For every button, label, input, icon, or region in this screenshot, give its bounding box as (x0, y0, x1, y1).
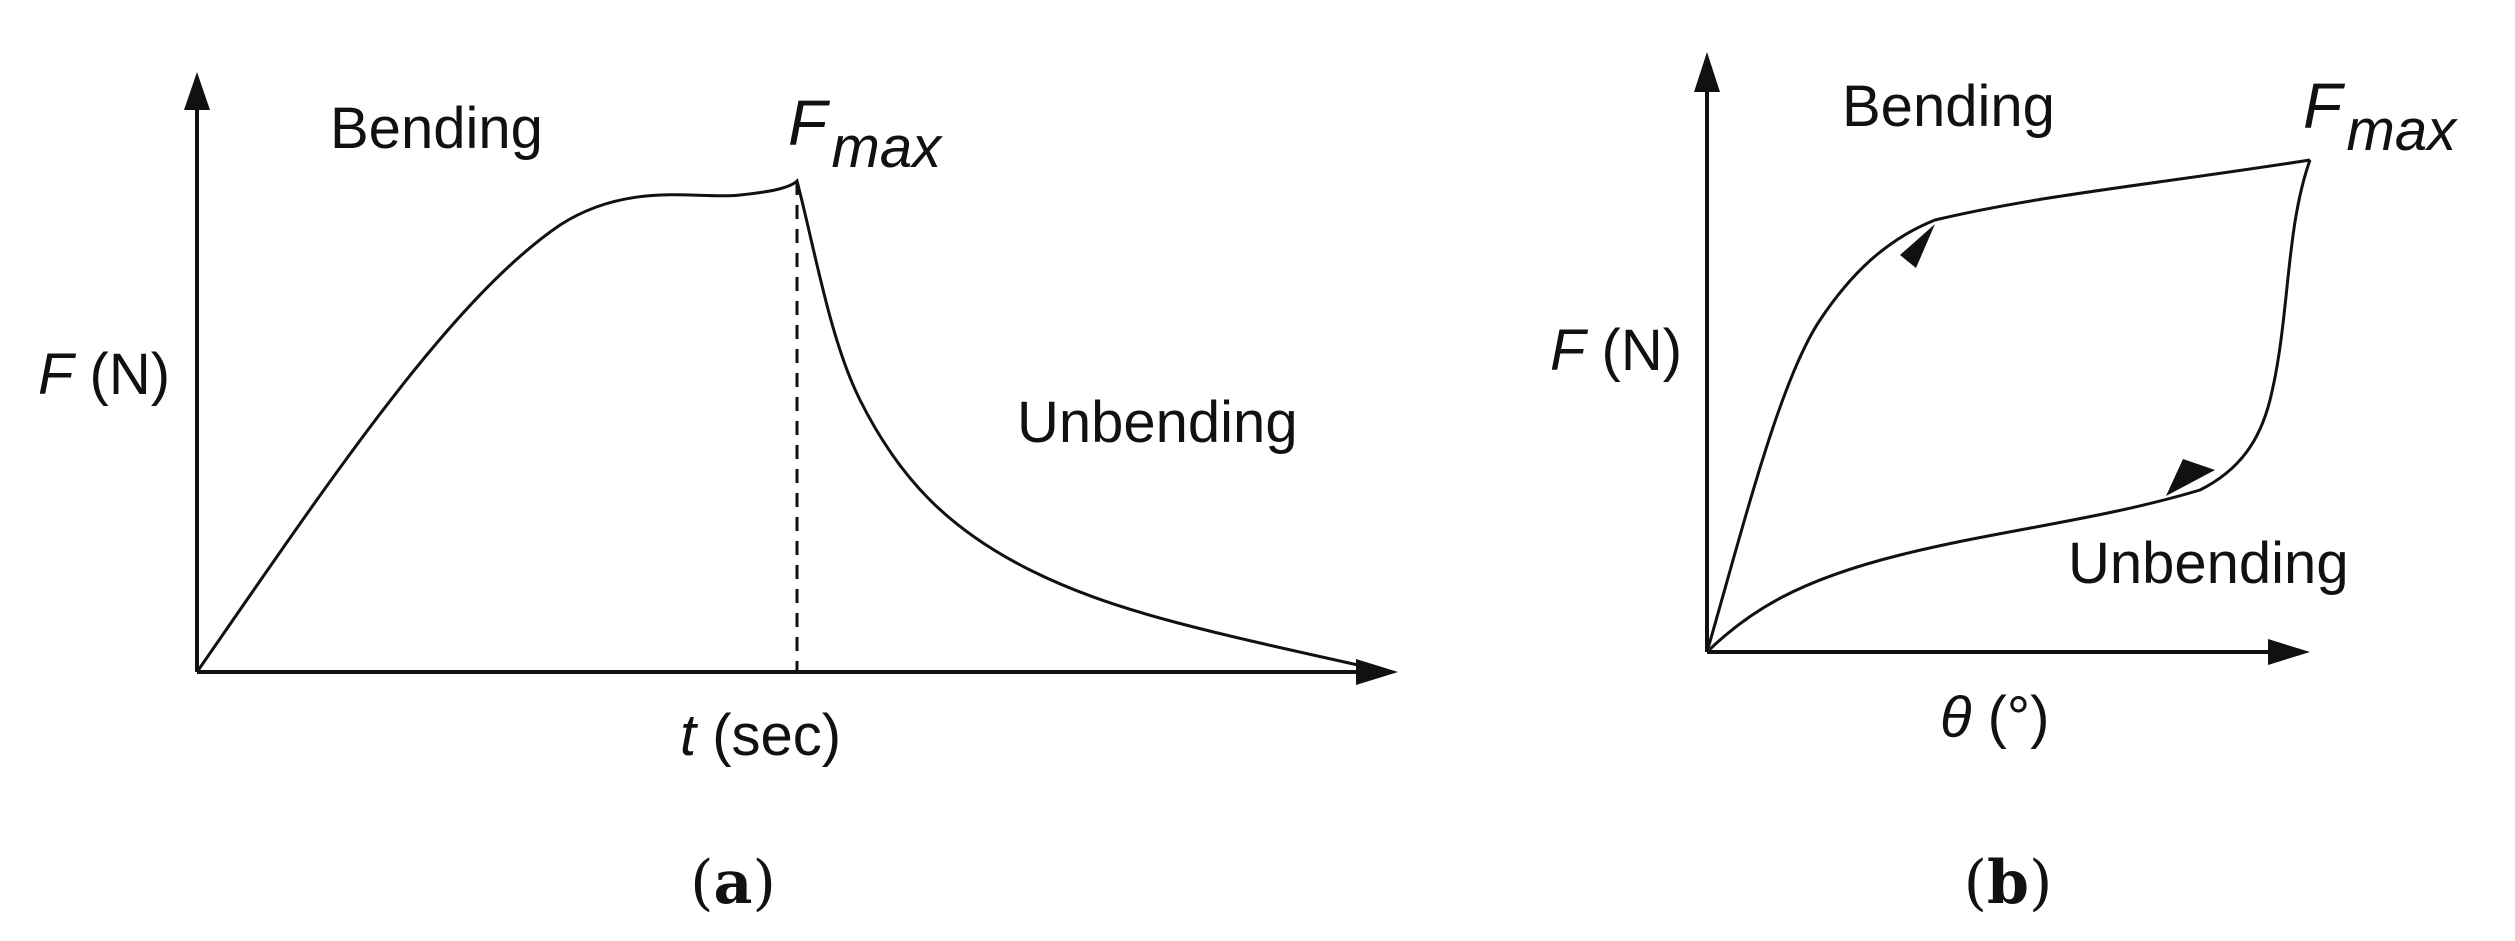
panel-b-fmax-sub: max (2347, 98, 2459, 163)
panel-a-x-axis-var: t (680, 703, 699, 768)
panel-a-force-time-curve (195, 178, 1359, 673)
panel-b-axes (1705, 90, 2270, 654)
panel-a-y-axis-var: F (38, 342, 77, 407)
panel-b-x-axis-label: θ (°) (1940, 685, 2049, 750)
panel-a-axes (195, 108, 1358, 674)
panel-a-fmax-base: F (788, 87, 831, 159)
panel-a-x-axis-label: t (sec) (680, 703, 841, 768)
panel-b-unbending-label: Unbending (2068, 531, 2349, 596)
panel-b-unbending-curve (1705, 159, 2312, 654)
panel-b-x-axis-arrowhead (2268, 639, 2310, 665)
panel-a-x-axis-arrowhead (1356, 659, 1398, 685)
panel-b-bending-arrowhead (1900, 224, 1935, 268)
panel-b-y-axis-arrowhead (1694, 52, 1720, 92)
panel-a-y-axis-unit: (N) (73, 342, 170, 407)
panel-b-x-axis-unit: (°) (1971, 685, 2049, 750)
panel-a-caption-close: ) (752, 848, 775, 918)
panel-b-y-axis-var: F (1550, 318, 1589, 383)
panel-b: Bending Unbending F max F (N) θ (°) (b) (1550, 52, 2458, 918)
panel-b-unbending-arrowhead (2166, 459, 2215, 496)
panel-a: Bending Unbending F max F (N) t (sec) (a… (38, 72, 1398, 918)
panel-b-y-axis-unit: (N) (1585, 318, 1682, 383)
panel-a-caption-letter: a (714, 848, 753, 918)
panel-b-caption-close: ) (2029, 848, 2052, 918)
panel-b-bending-curve (1705, 158, 2311, 653)
panel-a-y-axis-label: F (N) (38, 342, 170, 407)
panel-b-caption-open: ( (1964, 848, 1987, 918)
panel-a-fmax-sub: max (832, 115, 944, 180)
panel-b-bending-label: Bending (1842, 74, 2055, 139)
panel-a-unbending-label: Unbending (1017, 390, 1298, 455)
panel-a-caption: (a) (690, 848, 776, 918)
panel-a-caption-open: ( (690, 848, 713, 918)
panel-b-fmax-base: F (2303, 70, 2346, 142)
panel-a-fmax-label: F max (788, 87, 943, 180)
panel-b-caption: (b) (1964, 848, 2053, 918)
panel-a-x-axis-unit: (sec) (696, 703, 841, 768)
panel-a-bending-label: Bending (330, 96, 543, 161)
panel-b-caption-letter: b (1987, 848, 2029, 918)
panel-b-fmax-label: F max (2303, 70, 2458, 163)
panel-b-x-axis-var: θ (1940, 685, 1971, 750)
panel-a-y-axis-arrowhead (184, 72, 210, 110)
panel-b-y-axis-label: F (N) (1550, 318, 1682, 383)
